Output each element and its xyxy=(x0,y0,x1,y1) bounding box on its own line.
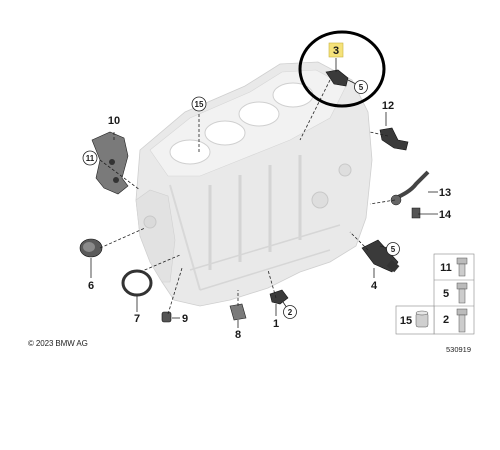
legend-bolt-11-icon xyxy=(456,257,468,277)
callout-3: 3 xyxy=(333,45,339,57)
legend-label-11: 11 xyxy=(440,262,452,274)
legend-label-15: 15 xyxy=(400,315,412,327)
legend-label-2: 2 xyxy=(443,314,449,326)
leader-lines xyxy=(90,58,438,328)
hardware-legend: 11 5 2 15 xyxy=(395,253,475,335)
plug-part-6 xyxy=(79,238,103,258)
plug-part-9 xyxy=(161,311,172,323)
callout-6: 6 xyxy=(88,280,94,292)
callout-11: 11 xyxy=(86,154,95,163)
legend-bolt-5-icon xyxy=(456,282,468,304)
knock-sensor-part-1 xyxy=(269,289,289,305)
callout-5-top: 5 xyxy=(359,83,364,92)
callout-labels: 3 5 15 10 11 12 13 14 5 4 6 7 9 8 2 xyxy=(82,42,452,341)
callout-5-lower: 5 xyxy=(391,245,396,254)
callout-14: 14 xyxy=(439,209,452,221)
highlight-circle xyxy=(298,30,386,108)
legend-sleeve-15-icon xyxy=(415,310,429,328)
callout-2: 2 xyxy=(288,308,293,317)
legend-bolt-2-icon xyxy=(456,308,468,333)
seal-ring-part-7 xyxy=(121,269,153,297)
callout-10: 10 xyxy=(108,115,120,127)
small-part-14 xyxy=(411,207,421,219)
callout-8: 8 xyxy=(235,329,241,341)
bracket-part-8 xyxy=(229,303,247,321)
callout-4: 4 xyxy=(371,280,378,292)
sensor-part-4 xyxy=(361,239,400,273)
callout-13: 13 xyxy=(439,187,451,199)
bracket-part-10 xyxy=(91,131,129,195)
legend-label-5: 5 xyxy=(443,288,449,300)
callout-12: 12 xyxy=(382,100,394,112)
callout-3-highlight xyxy=(328,42,344,58)
engine-block xyxy=(135,61,373,307)
copyright-text: © 2023 BMW AG xyxy=(28,339,88,348)
callout-1: 1 xyxy=(273,318,279,330)
diagram-id: 530919 xyxy=(446,345,472,354)
sensor-part-12 xyxy=(379,127,409,151)
callout-9: 9 xyxy=(182,313,188,325)
callout-15: 15 xyxy=(195,100,204,109)
callout-7: 7 xyxy=(134,313,140,325)
pipe-part-13 xyxy=(390,170,430,206)
